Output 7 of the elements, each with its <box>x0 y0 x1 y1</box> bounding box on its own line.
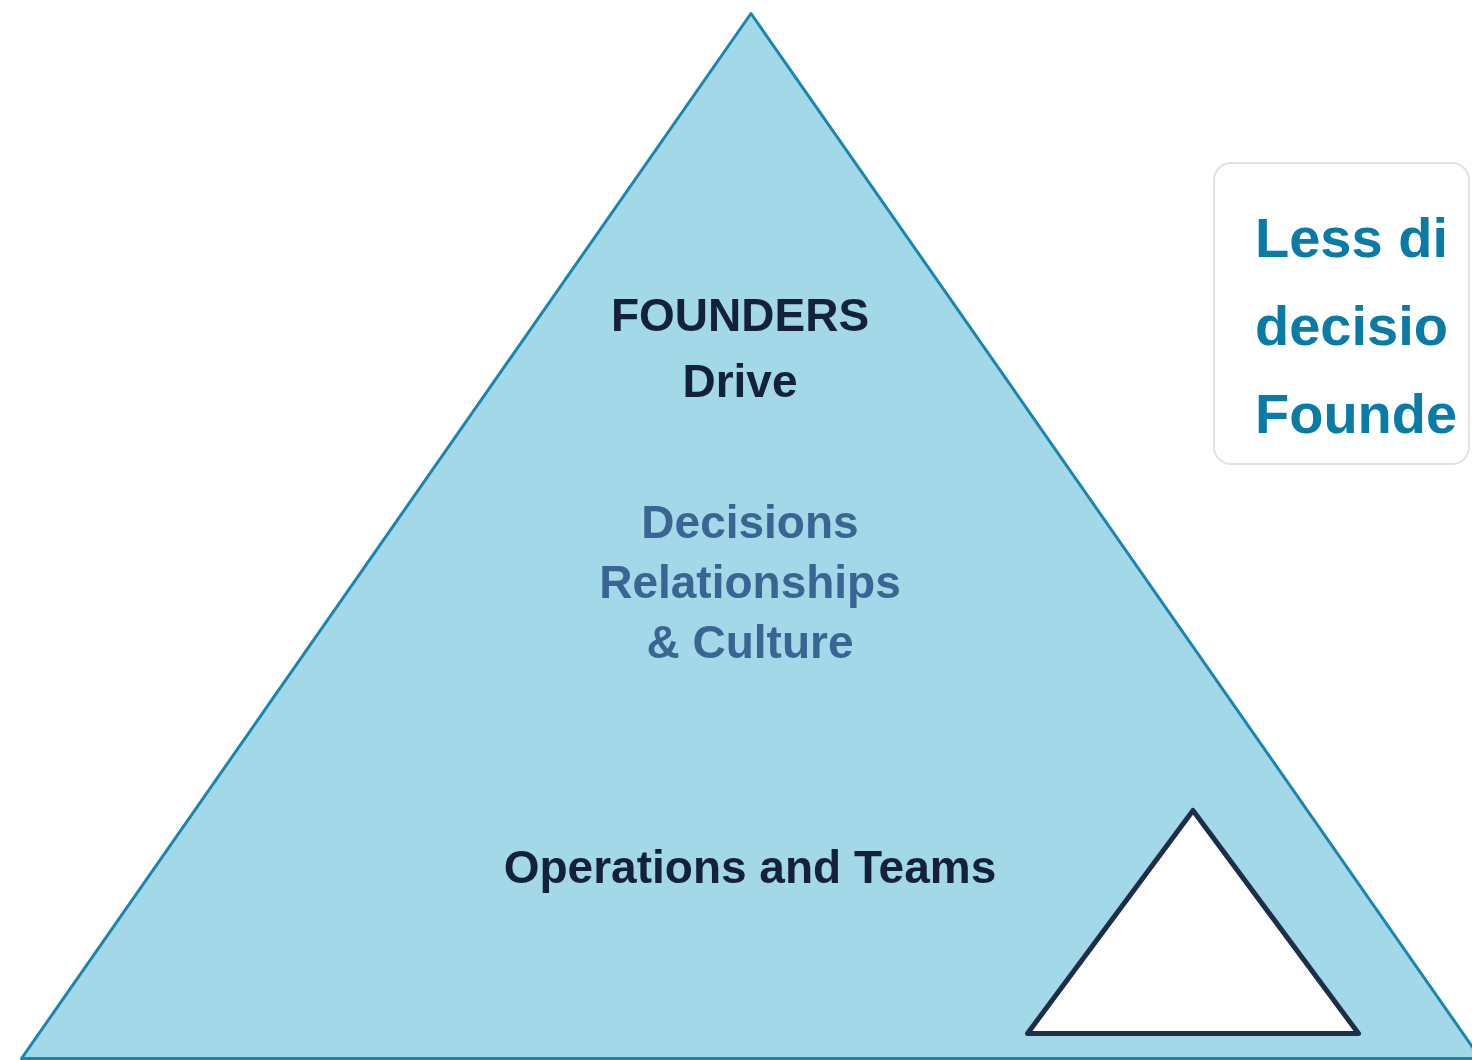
callout-text: Less di decisio Founde <box>1255 205 1459 447</box>
callout-box <box>1213 162 1470 465</box>
tier-heading: Operations and Teams <box>502 840 998 895</box>
tier-text: Decisions Relationships & Culture <box>598 495 902 670</box>
pyramid-shape <box>20 12 1472 1060</box>
triangle-shape <box>1025 808 1361 1036</box>
tier-heading: FOUNDERS Drive <box>609 288 871 409</box>
